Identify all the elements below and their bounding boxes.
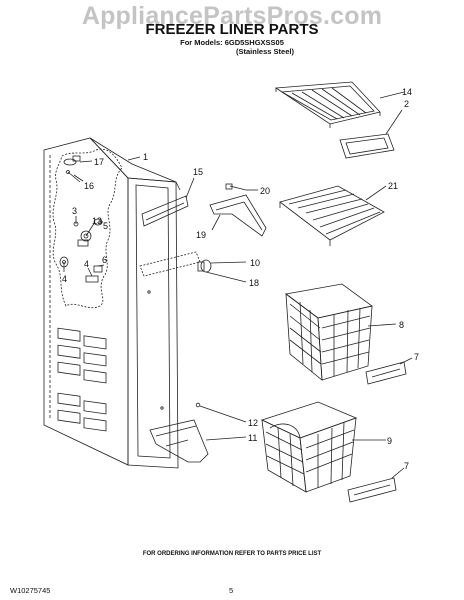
part-13-control [77, 230, 92, 247]
part-18-bulb [197, 259, 212, 273]
part-6-connector [93, 265, 103, 273]
models-line: For Models: 6GD5SHGXSS05 [180, 38, 284, 47]
part-7-label-upper [365, 361, 407, 385]
part-10-light-socket [139, 251, 201, 277]
models-sub: (Stainless Steel) [236, 47, 294, 56]
callout-9: 9 [387, 436, 392, 446]
callout-19: 19 [196, 230, 206, 240]
callout-14: 14 [402, 87, 412, 97]
callout-1: 1 [143, 152, 148, 162]
part-19-shelf-support [209, 194, 267, 237]
page-number: 5 [229, 586, 234, 595]
part-21-wire-shelf [279, 185, 385, 246]
callout-21: 21 [388, 181, 398, 191]
part-20-clip [225, 183, 247, 191]
ordering-note: FOR ORDERING INFORMATION REFER TO PARTS … [142, 551, 322, 557]
freezer-liner [43, 137, 181, 469]
callout-12: 12 [248, 418, 258, 428]
callout-7b: 7 [404, 461, 409, 471]
callout-18: 18 [249, 278, 259, 288]
callout-7a: 7 [414, 352, 419, 362]
part-4-bracket-b [85, 275, 99, 283]
watermark: AppliancePartsPros.com [81, 2, 383, 30]
callout-6: 6 [102, 255, 107, 265]
callout-11: 11 [248, 433, 257, 443]
callout-2: 2 [404, 99, 409, 109]
callout-4b: 4 [84, 259, 89, 269]
part-9-basket [260, 401, 358, 493]
callout-15: 15 [193, 167, 203, 177]
callout-17: 17 [94, 157, 104, 167]
part-17-thermostat [63, 155, 81, 166]
callout-3: 3 [72, 206, 77, 216]
part-14-shelf [274, 81, 381, 128]
callout-5: 5 [103, 221, 108, 231]
callout-20: 20 [260, 186, 270, 196]
part-7-label-lower [347, 477, 397, 503]
callout-4a: 4 [62, 274, 67, 284]
part-2-trim [339, 133, 395, 159]
models-block: For Models: 6GD5SHGXSS05 (Stainless Stee… [0, 38, 464, 56]
part-15-cover [141, 195, 189, 227]
document-number: W10275745 [10, 586, 51, 595]
callout-13: 13 [92, 216, 102, 226]
part-16-wire [66, 170, 81, 183]
callout-8: 8 [399, 320, 404, 330]
part-11-bottom-trim [149, 419, 209, 463]
callout-16: 16 [84, 181, 94, 191]
mounting-region [52, 148, 123, 309]
part-8-basket [285, 283, 373, 381]
callout-labels: 1 2 3 4 4 5 6 7 7 8 9 10 11 12 13 14 15 … [62, 87, 419, 471]
callout-10: 10 [250, 258, 260, 268]
part-12-screw [195, 402, 201, 408]
page-title: FREEZER LINER PARTS [145, 21, 319, 38]
